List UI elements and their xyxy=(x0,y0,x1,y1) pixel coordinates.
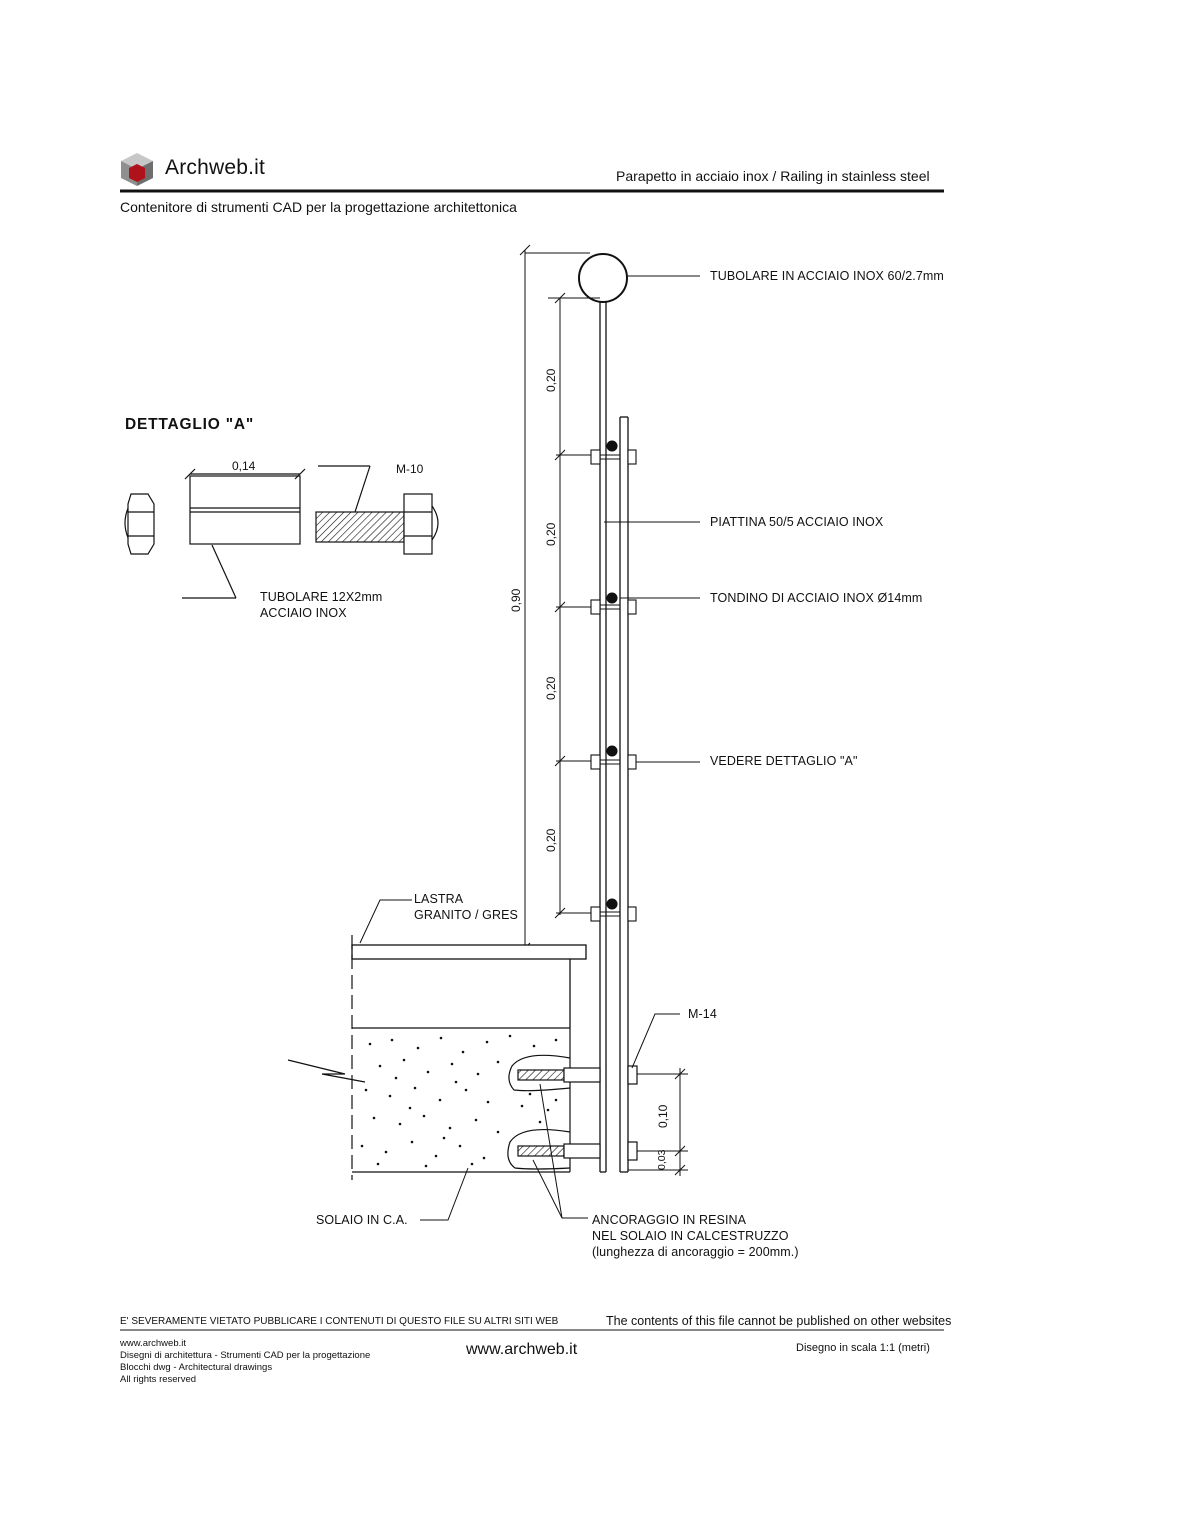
rod-connection-2 xyxy=(590,592,637,615)
detail-ref-label: VEDERE DETTAGLIO "A" xyxy=(710,754,858,768)
railing-section xyxy=(578,253,629,1173)
dim-spacing-1: 0,20 xyxy=(544,368,558,392)
dim-anchor-edge: 0,03 xyxy=(656,1149,668,1170)
scale-note: Disegno in scala 1:1 (metri) xyxy=(796,1342,930,1354)
credits: www.archweb.it Disegni di architettura -… xyxy=(120,1338,370,1386)
anchor-label-2: NEL SOLAIO IN CALCESTRUZZO xyxy=(592,1229,789,1243)
notice-it: E' SEVERAMENTE VIETATO PUBBLICARE I CONT… xyxy=(120,1316,559,1327)
dim-total: 0,90 xyxy=(509,588,523,612)
credit-line: Blocchi dwg - Architectural drawings xyxy=(120,1362,273,1373)
notice-en: The contents of this file cannot be publ… xyxy=(606,1314,952,1328)
slab-label-2: GRANITO / GRES xyxy=(414,908,518,922)
dim-spacing-4: 0,20 xyxy=(544,828,558,852)
anchor-label-3: (lunghezza di ancoraggio = 200mm.) xyxy=(592,1245,799,1259)
granite-slab xyxy=(351,944,587,1028)
dim-spacing-3: 0,20 xyxy=(544,676,558,700)
slab-label-1: LASTRA xyxy=(414,892,464,906)
dim-anchor-spacing: 0,10 xyxy=(656,1104,670,1128)
anchor-label-1: ANCORAGGIO IN RESINA xyxy=(592,1213,747,1227)
rod-connections xyxy=(590,440,637,922)
credit-line: All rights reserved xyxy=(120,1374,197,1385)
concrete-stipple xyxy=(360,1034,558,1168)
leader-lines xyxy=(359,275,700,1221)
floor-label: SOLAIO IN C.A. xyxy=(316,1213,408,1227)
detail-bolt-label: M-10 xyxy=(396,462,424,476)
dim-spacing-2: 0,20 xyxy=(544,522,558,546)
rod-connection-1 xyxy=(590,440,637,465)
detail-a-drawing xyxy=(124,465,439,599)
anchor-bolt-label: M-14 xyxy=(688,1007,717,1021)
rod-connection-3 xyxy=(590,745,637,770)
detail-tube-label-2: ACCIAIO INOX xyxy=(260,606,347,620)
detail-tube-label-1: TUBOLARE 12X2mm xyxy=(260,590,383,604)
flat-bar-label: PIATTINA 50/5 ACCIAIO INOX xyxy=(710,515,884,529)
detail-dim-tube: 0,14 xyxy=(232,459,256,473)
concrete-floor xyxy=(287,935,638,1180)
handrail-label: TUBOLARE IN ACCIAIO INOX 60/2.7mm xyxy=(710,269,944,283)
brand-name: Archweb.it xyxy=(165,156,266,179)
dimension-lines xyxy=(519,244,688,1176)
drawing-title: Parapetto in acciaio inox / Railing in s… xyxy=(616,168,930,184)
archweb-logo-icon xyxy=(121,153,153,186)
rod-label: TONDINO DI ACCIAIO INOX Ø14mm xyxy=(710,591,923,605)
credit-line: www.archweb.it xyxy=(120,1338,186,1349)
detail-title: DETTAGLIO "A" xyxy=(125,416,254,433)
drawing-subtitle: Contenitore di strumenti CAD per la prog… xyxy=(120,199,517,215)
credit-line: Disegni di architettura - Strumenti CAD … xyxy=(120,1350,371,1361)
footer-site-link[interactable]: www.archweb.it xyxy=(466,1341,578,1358)
rod-connection-4 xyxy=(590,898,637,922)
